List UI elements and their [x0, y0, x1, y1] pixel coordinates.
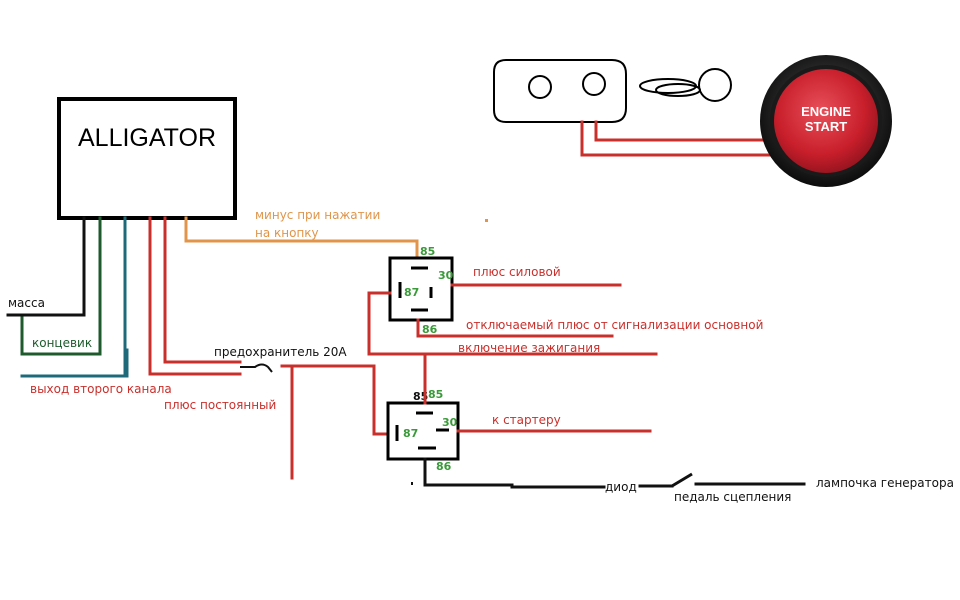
alarm-unit: ALLIGATOR [57, 97, 237, 220]
label-second-channel: выход второго канала [30, 382, 172, 396]
relay2-pin85: 85 [428, 388, 443, 401]
relay1-pin85: 85 [420, 245, 435, 258]
label-generator-lamp: лампочка генератора [816, 476, 954, 490]
wire-constant-plus-1 [148, 216, 242, 376]
wire-constant-plus-2 [163, 216, 242, 364]
label-clutch-pedal: педаль сцепления [674, 490, 791, 504]
wire-after-fuse [280, 364, 390, 436]
wire-door-switch [20, 216, 102, 356]
label-diode: диод [605, 480, 637, 494]
relay-1: 85 30 87 86 [388, 245, 454, 336]
relay2-pin30: 30 [442, 416, 458, 429]
relay1-pin86: 86 [422, 323, 438, 336]
engine-start-line1: ENGINE [801, 104, 851, 119]
label-to-starter: к стартеру [492, 413, 561, 427]
label-switchable-plus: отключаемый плюс от сигнализации основно… [466, 318, 763, 332]
wire-button-minus [184, 216, 419, 260]
label-door-switch: концевик [32, 336, 92, 350]
relay1-pin30: 30 [438, 269, 454, 282]
label-button-minus-1: минус при нажатии [255, 208, 380, 222]
alarm-unit-title: ALLIGATOR [78, 124, 216, 152]
fob-button-1 [528, 75, 552, 99]
key-ring-loop-icon [698, 68, 732, 102]
fuse-icon [240, 363, 273, 373]
fob-wire-2 [594, 120, 772, 142]
relay2-pin86: 86 [436, 460, 452, 473]
label-fuse: предохранитель 20А [214, 345, 347, 359]
wire-switchable-plus [416, 318, 614, 338]
wire-relay2-86 [423, 457, 514, 487]
label-power-plus: плюс силовой [473, 265, 561, 279]
wire-ground [6, 216, 86, 317]
dot [411, 482, 413, 485]
relay2-pin87: 87 [403, 427, 418, 440]
relay-2: 85 85 30 87 86 [386, 388, 460, 473]
label-button-minus-2: на кнопку [255, 226, 319, 240]
label-ground: масса [8, 296, 45, 310]
clutch-switch-icon [671, 472, 693, 488]
key-ring-icon [639, 78, 697, 94]
fob-wire-1 [580, 120, 772, 157]
wire-ignition-on [367, 291, 658, 356]
engine-start-line2: START [805, 119, 847, 134]
orange-dot [485, 219, 488, 222]
label-constant-plus: плюс постоянный [164, 398, 276, 412]
fob-button-2 [582, 72, 606, 96]
engine-start-button: ENGINE START [760, 55, 892, 187]
wire-second-channel [20, 216, 127, 378]
label-ignition-on: включение зажигания [458, 341, 600, 355]
relay1-pin87: 87 [404, 286, 419, 299]
key-fob [493, 59, 732, 123]
